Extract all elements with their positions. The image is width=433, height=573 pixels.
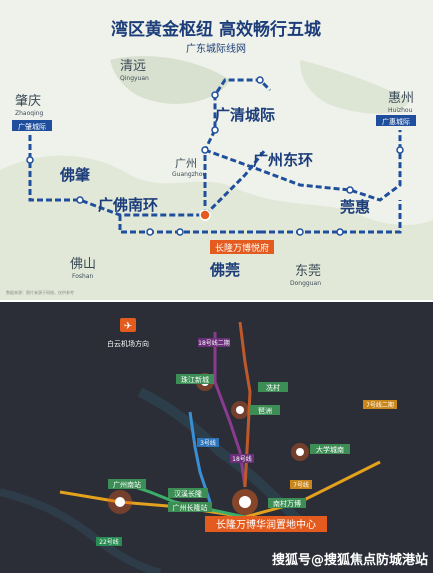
station-dot xyxy=(201,146,209,154)
station-tag-bg xyxy=(108,479,146,489)
line-tag-bg xyxy=(197,438,219,447)
station-tag-bg xyxy=(176,374,214,384)
river xyxy=(137,387,304,526)
stations xyxy=(26,76,404,236)
station-zhujiang: 珠江新城 xyxy=(181,375,209,384)
station-node xyxy=(239,496,251,508)
city-zhaoqing: 肇庆 xyxy=(15,94,41,109)
line-tag-18: 18号线 xyxy=(232,455,252,463)
line-tag-22: 22号线 xyxy=(99,538,119,546)
line-tag-18b: 18号线二期 xyxy=(198,339,230,347)
city-dongguan: 东莞 xyxy=(295,264,321,279)
city-qingyuan-en: Qingyuan xyxy=(120,75,149,82)
line-tag-7: 7号线 xyxy=(293,481,309,489)
metro-line-18 xyxy=(213,332,247,488)
project-tag-bg xyxy=(205,516,327,532)
station-dot xyxy=(176,228,184,236)
station-dot xyxy=(26,156,34,164)
line-tag-bg xyxy=(96,537,122,546)
metro-line-18-phase2 xyxy=(238,321,252,488)
project-tag-bg xyxy=(210,240,274,254)
line-tag-7b: 7号线二期 xyxy=(366,401,394,409)
map-title: 湾区黄金枢纽 高效畅行五城 xyxy=(111,19,321,40)
station-tag-bg xyxy=(168,502,212,512)
metro-line-3 xyxy=(188,411,212,503)
line-label-guanhui: 莞惠 xyxy=(340,198,370,216)
metro-line-7 xyxy=(59,460,381,519)
metro-map: ✈ 白云机场方向 珠江新城 冼村 琶洲 大学 xyxy=(0,302,433,573)
station-xiancun: 冼村 xyxy=(266,383,280,392)
tag-guangzhao: 广肇城际 xyxy=(18,122,46,131)
city-guangzhou-en: Guangzhou xyxy=(172,171,206,178)
station-dot xyxy=(211,91,219,99)
line-guangzhou-east xyxy=(204,130,402,202)
line-tag-bg xyxy=(198,338,230,347)
station-tag-bg xyxy=(310,444,350,454)
station-dot xyxy=(396,146,404,154)
line-foguan xyxy=(203,149,267,217)
map-subtitle: 广东城际线网 xyxy=(186,42,246,55)
station-tag-bg xyxy=(268,498,306,508)
airport-label: 白云机场方向 xyxy=(107,339,149,348)
station-dot xyxy=(336,228,344,236)
station-daxuecheng: 大学城南 xyxy=(316,445,344,454)
line-guanhui xyxy=(260,200,402,234)
line-tag-bg xyxy=(363,400,397,409)
plane-icon: ✈ xyxy=(124,321,132,332)
hill-region xyxy=(110,56,230,104)
project-station-marker xyxy=(199,209,211,221)
watermark: 搜狐号@搜狐焦点防城港站 xyxy=(272,552,428,568)
station-nancun: 南村万博 xyxy=(273,499,301,508)
line-guangfo-south xyxy=(118,215,260,234)
city-dongguan-en: Dongguan xyxy=(290,280,321,287)
airport-icon xyxy=(120,318,136,332)
station-tag-bg xyxy=(168,488,208,498)
city-qingyuan: 清远 xyxy=(120,59,146,74)
city-zhaoqing-en: Zhaoqing xyxy=(15,110,44,117)
intercity-map-svg: 湾区黄金枢纽 高效畅行五城 广东城际线网 清远 Qingyuan 肇庆 Zhao… xyxy=(0,19,433,300)
station-guangzhou-south: 广州南站 xyxy=(113,480,141,489)
metro-map-svg: ✈ 白云机场方向 珠江新城 冼村 琶洲 大学 xyxy=(0,318,428,573)
map-footnote: 数据来源：图片来源于网络，仅供参考 xyxy=(6,289,74,295)
station-dot xyxy=(146,228,154,236)
line-label-foshan-zhaoqing: 佛肇 xyxy=(59,166,91,184)
line-label-guangzhou-east: 广州东环 xyxy=(253,151,313,169)
lowland-region xyxy=(0,155,433,300)
station-pazhou: 琶洲 xyxy=(258,407,272,415)
intercity-rail-map: 湾区黄金枢纽 高效畅行五城 广东城际线网 清远 Qingyuan 肇庆 Zhao… xyxy=(0,0,433,300)
station-node xyxy=(236,406,244,414)
station-node xyxy=(296,448,304,456)
city-huizhou-en: Huizhou xyxy=(388,107,413,114)
line-label-foguan: 佛莞 xyxy=(209,261,240,279)
station-tag-bg xyxy=(250,405,280,415)
station-changlong: 广州长隆站 xyxy=(173,503,208,512)
tag-guanghui: 广惠城际 xyxy=(382,117,410,126)
station-dot xyxy=(296,228,304,236)
city-huizhou: 惠州 xyxy=(388,91,414,106)
city-foshan: 佛山 xyxy=(70,257,96,272)
city-guangzhou: 广州 xyxy=(175,157,197,170)
line-label-guangfo-south: 广佛南环 xyxy=(98,196,158,214)
hill-region-east xyxy=(300,60,410,114)
line-tag-bg xyxy=(230,454,254,463)
station-hanxi: 汉溪长隆 xyxy=(174,489,202,498)
city-foshan-en: Foshan xyxy=(72,273,94,280)
line-label-guangqing: 广清城际 xyxy=(215,106,275,124)
station-dot xyxy=(211,126,219,134)
station-dot xyxy=(256,76,264,84)
line-tag-3: 3号线 xyxy=(200,439,216,447)
station-dot xyxy=(76,196,84,204)
tag-guangzhao-bg xyxy=(12,120,52,131)
line-tag-bg xyxy=(290,480,312,489)
station-dot xyxy=(346,186,354,194)
station-node xyxy=(115,497,125,507)
project-tag: 长隆万博华润置地中心 xyxy=(216,518,316,531)
station-tag-bg xyxy=(258,382,288,392)
project-tag: 长隆万博悦府 xyxy=(215,242,269,254)
tag-guanghui-bg xyxy=(376,115,416,126)
section-divider xyxy=(0,300,433,302)
